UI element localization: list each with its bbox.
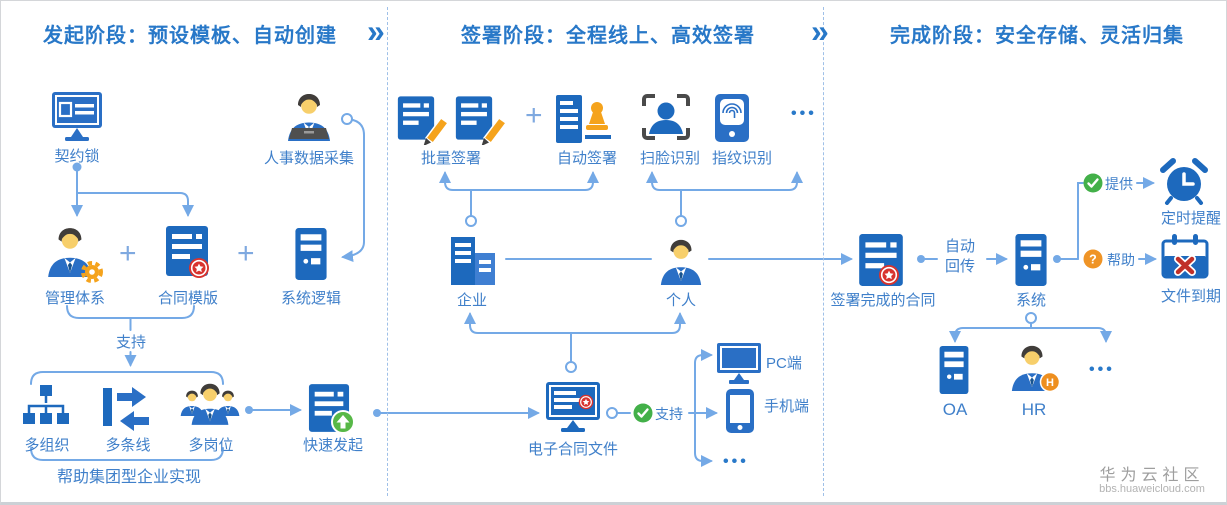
e-contract-monitor-icon xyxy=(545,381,601,433)
batch-sign-docs-icon xyxy=(397,93,509,145)
batch-sign-label: 批量签署 xyxy=(420,150,481,167)
pc-label: PC端 xyxy=(766,355,802,372)
check-icon-provide xyxy=(1083,173,1103,193)
pc-monitor-icon xyxy=(716,342,762,386)
fingerprint-phone-icon xyxy=(714,93,750,143)
personal-label: 个人 xyxy=(665,292,696,309)
qiyuesuo-monitor-icon xyxy=(51,91,103,145)
connector-signed-to-system xyxy=(917,253,1008,265)
mobile-phone-icon xyxy=(725,388,755,434)
plus-sign-2: + xyxy=(237,237,255,270)
system-server-icon xyxy=(1013,233,1049,287)
multi-post-people-icon xyxy=(179,379,241,433)
signed-contract-doc-icon xyxy=(858,233,906,289)
hr-person-badge-icon: H xyxy=(1009,343,1061,395)
connector-company-fork-up xyxy=(439,171,599,227)
face-scan-icon xyxy=(641,93,691,141)
support-label-2: 支持 xyxy=(655,406,683,422)
connector-qiyuesuo-fork xyxy=(71,162,194,217)
quick-launch-label: 快速发起 xyxy=(302,437,363,454)
auto-sign-stamp-icon xyxy=(555,93,613,145)
multi-org-chart-icon xyxy=(23,383,69,431)
svg-text:H: H xyxy=(1046,377,1054,389)
management-person-gear-icon xyxy=(45,225,103,283)
personal-person-icon xyxy=(658,235,704,287)
watermark-title: 华为云社区 xyxy=(1099,467,1205,484)
chevron-separator-1: » xyxy=(367,13,385,49)
multi-line-arrows-icon xyxy=(100,383,152,431)
ellipsis-systems: ••• xyxy=(1089,361,1115,378)
auto-return-label-line2: 回传 xyxy=(944,258,975,275)
connector-quick-to-econtract xyxy=(373,407,540,419)
calendar-expire-icon xyxy=(1161,233,1209,281)
connector-econtract-to-devices xyxy=(606,349,718,467)
support-label-1: 支持 xyxy=(115,334,146,351)
connector-econtract-fork-up xyxy=(464,312,686,373)
connector-personal-fork-up xyxy=(646,171,803,227)
timed-reminder-label: 定时提醒 xyxy=(1160,210,1221,227)
management-label: 管理体系 xyxy=(44,290,105,307)
watermark-url: bbs.huaweicloud.com xyxy=(1099,483,1205,495)
contract-template-label: 合同模版 xyxy=(157,290,218,307)
file-expire-label: 文件到期 xyxy=(1160,288,1221,305)
group-note-label: 帮助集团型企业实现 xyxy=(56,469,201,486)
oa-server-icon xyxy=(937,345,971,395)
system-label: 系统 xyxy=(1015,292,1046,309)
system-logic-server-icon xyxy=(293,227,329,281)
help-label: 帮助 xyxy=(1107,252,1135,268)
face-scan-label: 扫脸识别 xyxy=(639,150,700,167)
question-icon-help: ? xyxy=(1083,249,1103,269)
auto-sign-label: 自动签署 xyxy=(556,150,617,167)
section-title-finish: 完成阶段：安全存储、灵活归集 xyxy=(890,25,1184,47)
auto-return-label-line1: 自动 xyxy=(944,238,975,255)
qiyuesuo-label: 契约锁 xyxy=(54,148,100,165)
svg-text:?: ? xyxy=(1089,253,1097,267)
chevron-separator-2: » xyxy=(811,13,829,49)
system-logic-label: 系统逻辑 xyxy=(280,290,341,307)
hr-label: HR xyxy=(1021,400,1047,419)
connector-hrdata-to-logic xyxy=(341,113,365,263)
connector-posts-to-quick xyxy=(245,404,302,416)
section-title-initiate: 发起阶段：预设模板、自动创建 xyxy=(43,25,337,47)
quick-launch-doc-icon xyxy=(308,383,356,435)
connector-system-fork-down xyxy=(949,312,1112,343)
check-icon-support xyxy=(633,403,653,423)
section-divider-2 xyxy=(823,7,824,496)
ellipsis-sign-methods: ••• xyxy=(791,105,817,122)
fingerprint-label: 指纹识别 xyxy=(711,150,772,167)
plus-sign-1: + xyxy=(119,237,137,270)
connector-group-brackets xyxy=(30,371,224,461)
hr-data-label: 人事数据采集 xyxy=(263,150,354,167)
provide-label: 提供 xyxy=(1105,176,1133,192)
mobile-label: 手机端 xyxy=(764,398,810,415)
connector-support-bracket xyxy=(66,305,195,367)
plus-sign-3: + xyxy=(525,99,543,132)
e-contract-label: 电子合同文件 xyxy=(527,441,618,458)
oa-label: OA xyxy=(942,400,968,419)
multi-post-label: 多岗位 xyxy=(188,437,234,454)
alarm-clock-icon xyxy=(1159,157,1209,205)
ellipsis-devices: ••• xyxy=(723,453,749,470)
multi-line-label: 多条线 xyxy=(105,437,151,454)
section-title-sign: 签署阶段：全程线上、高效签署 xyxy=(461,25,755,47)
section-divider-1 xyxy=(387,7,388,496)
company-buildings-icon xyxy=(443,235,499,287)
multi-org-label: 多组织 xyxy=(24,437,70,454)
signed-contract-label: 签署完成的合同 xyxy=(830,292,936,309)
connector-system-branches xyxy=(1053,177,1157,265)
hr-data-person-icon xyxy=(283,91,335,145)
company-label: 企业 xyxy=(456,292,487,309)
contract-template-icon xyxy=(165,225,211,281)
